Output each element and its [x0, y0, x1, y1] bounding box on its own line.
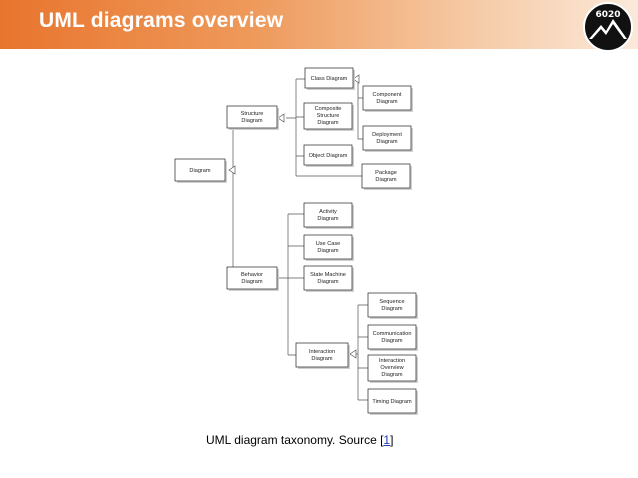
- node-timing-label: Timing Diagram: [372, 399, 412, 405]
- node-class-label: Class Diagram: [311, 76, 348, 82]
- node-object-diagram: Object Diagram: [303, 144, 354, 167]
- node-diagram: Diagram: [174, 158, 227, 183]
- slide-header: UML diagrams overview 6020: [0, 0, 638, 52]
- figure-caption: UML diagram taxonomy. Source [1]: [206, 433, 393, 447]
- node-class-diagram: Class Diagram: [304, 67, 355, 90]
- slide-title: UML diagrams overview: [39, 9, 284, 32]
- source-link[interactable]: 1: [383, 433, 391, 447]
- node-diagram-label: Diagram: [189, 168, 210, 174]
- caption-end: ]: [390, 433, 394, 447]
- edge-structure-branch: [286, 78, 362, 177]
- edge-interaction-branch: [350, 304, 368, 401]
- edge-behavior-branch: [279, 213, 304, 356]
- node-object-label: Object Diagram: [309, 153, 348, 159]
- mountain-logo-icon: 6020: [583, 2, 633, 52]
- edge-diagram-trunk: [229, 118, 234, 281]
- node-timing-diagram: Timing Diagram: [367, 388, 418, 415]
- logo-text: 6020: [595, 10, 620, 20]
- caption-text: UML diagram taxonomy. Source [: [206, 433, 384, 447]
